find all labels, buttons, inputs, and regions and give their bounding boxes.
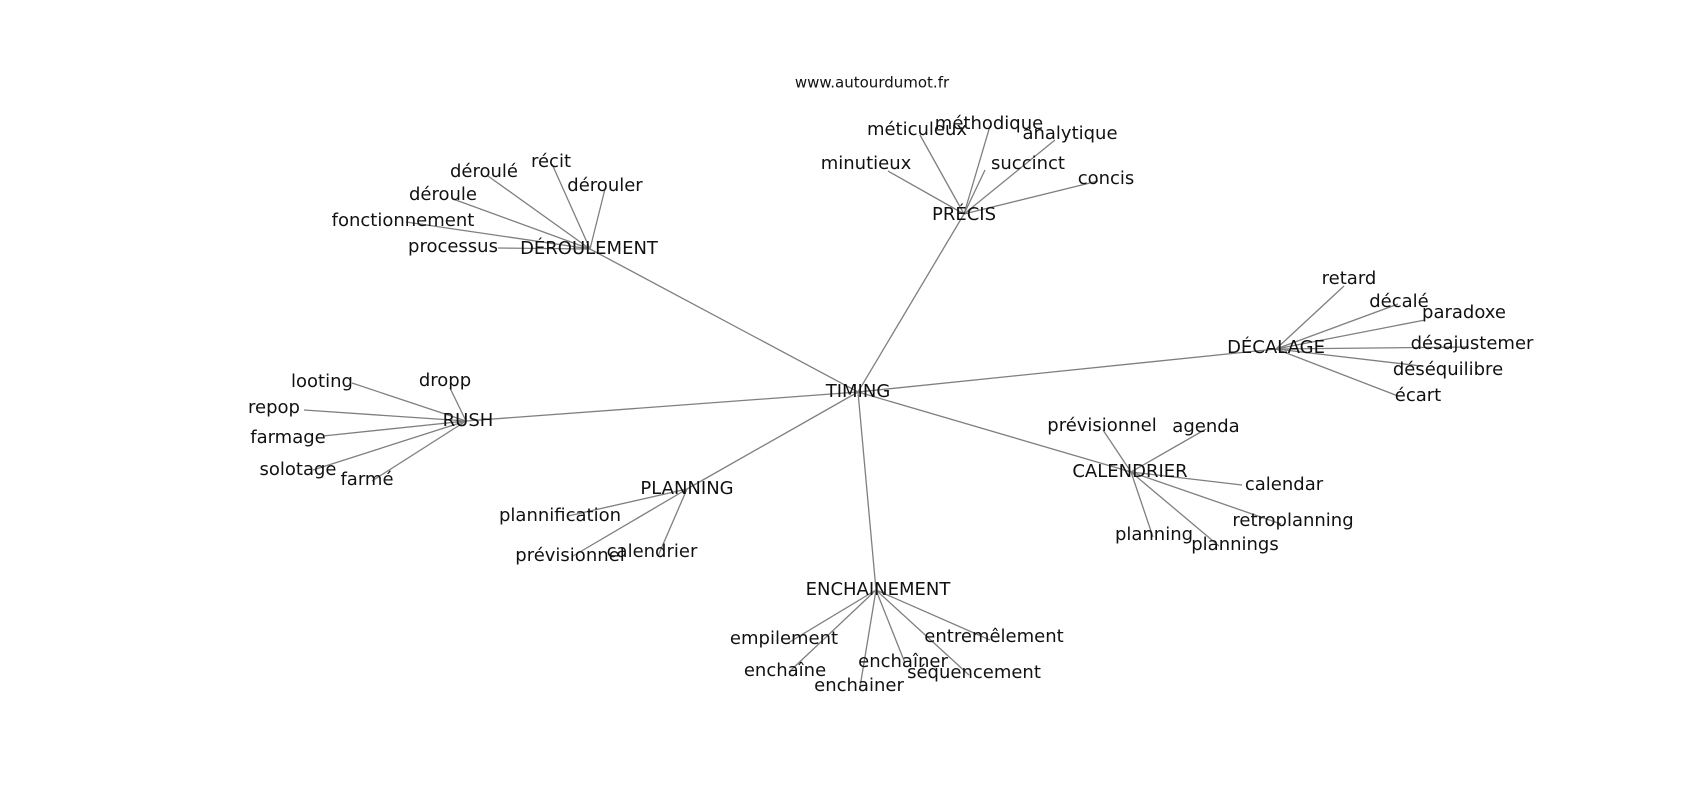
edge-precis-succinct	[963, 169, 986, 215]
edge-precis-methodique	[963, 125, 991, 215]
leaf-node-derouler: dérouler	[567, 175, 643, 196]
leaf-node-fonctionnement: fonctionnement	[332, 210, 475, 231]
edge-deroulement-processus	[497, 247, 591, 250]
edge-timing-deroulement	[589, 248, 859, 393]
edge-rush-repop	[303, 409, 467, 422]
leaf-node-calendar: calendar	[1245, 474, 1324, 495]
leaf-node-looting: looting	[291, 371, 353, 392]
edge-enchainement-sequencement	[875, 589, 970, 676]
edge-decalage-decale	[1275, 303, 1399, 350]
center-node-timing: TIMING	[825, 381, 891, 402]
leaf-node-enchaine: enchaîne	[744, 660, 826, 681]
leaf-node-dropp: dropp	[419, 370, 471, 391]
leaf-node-empilement: empilement	[730, 628, 838, 649]
leaf-node-ecart: écart	[1395, 385, 1441, 406]
leaf-node-methodique: méthodique	[935, 113, 1043, 134]
edge-deroulement-deroule	[487, 175, 591, 250]
edge-deroulement-fonctionnement	[405, 221, 591, 250]
edge-calendrier-retroplanning	[1130, 471, 1282, 525]
edge-timing-planning	[686, 391, 859, 490]
leaf-node-desajustemer: désajustemer	[1411, 333, 1534, 354]
edge-precis-minutieux	[887, 170, 965, 215]
leaf-node-desequilibre: déséquilibre	[1393, 359, 1503, 380]
edge-planning-previsionnel	[572, 488, 688, 557]
leaf-node-previsionnel: prévisionnel	[1047, 415, 1156, 436]
edge-rush-farme	[371, 420, 467, 482]
edge-enchainement-entremelement	[875, 589, 991, 641]
edge-calendrier-calendar	[1130, 471, 1243, 486]
leaf-node-farmage: farmage	[250, 427, 326, 448]
edge-precis-meticuleux	[919, 134, 965, 215]
edge-decalage-ecart	[1275, 348, 1399, 397]
leaf-node-deroule: déroulé	[450, 161, 518, 182]
edge-rush-looting	[351, 382, 467, 422]
leaf-node-meticuleux: méticuleux	[867, 119, 967, 140]
leaf-node-retroplanning: retroplanning	[1232, 510, 1353, 531]
hub-node-calendrier: CALENDRIER	[1072, 461, 1187, 482]
leaf-node-calendrier: calendrier	[607, 541, 698, 562]
edge-timing-decalage	[857, 348, 1277, 393]
edge-decalage-paradoxe	[1275, 319, 1426, 350]
edge-calendrier-previsionnel	[1102, 429, 1132, 473]
leaf-node-recit: récit	[531, 151, 571, 172]
edge-rush-dropp	[449, 387, 467, 422]
leaf-node-plannification: plannification	[499, 505, 621, 526]
edge-deroulement-derouler	[589, 188, 606, 250]
edge-decalage-retard	[1275, 285, 1345, 350]
leaf-node-processus: processus	[408, 236, 498, 257]
edge-rush-solotage	[312, 420, 467, 471]
edge-enchainement-enchainer	[859, 589, 877, 688]
edge-enchainement-enchaine	[788, 589, 877, 673]
edge-decalage-desajustemer	[1275, 346, 1470, 350]
edge-calendrier-agenda	[1130, 428, 1207, 473]
edge-precis-concis	[963, 180, 1099, 215]
hub-node-enchainement: ENCHAINEMENT	[806, 579, 952, 600]
leaf-node-succinct: succinct	[991, 153, 1065, 174]
edge-deroulement-deroule	[452, 198, 591, 250]
edge-deroulement-recit	[551, 163, 591, 250]
leaf-node-paradoxe: paradoxe	[1422, 302, 1506, 323]
leaf-node-concis: concis	[1078, 168, 1135, 189]
graph-edges	[303, 125, 1470, 688]
leaf-node-planning: planning	[1115, 524, 1193, 545]
edge-precis-analytique	[963, 139, 1056, 215]
edge-timing-calendrier	[857, 391, 1132, 473]
leaf-node-enchainer: enchainer	[814, 675, 904, 696]
leaf-node-previsionnel: prévisionnel	[515, 545, 624, 566]
edge-timing-precis	[857, 213, 965, 393]
edge-enchainement-empilement	[787, 589, 877, 644]
hub-node-rush: RUSH	[443, 410, 494, 431]
leaf-node-entremelement: entremêlement	[924, 626, 1063, 647]
edge-timing-enchainement	[857, 391, 877, 591]
leaf-node-sequencement: séquencement	[907, 662, 1041, 683]
hub-node-deroulement: DÉROULEMENT	[520, 237, 659, 259]
edge-calendrier-planning	[1130, 471, 1154, 538]
leaf-node-decale: décalé	[1369, 291, 1429, 312]
edge-enchainement-enchainer	[875, 589, 906, 664]
edge-decalage-desequilibre	[1275, 348, 1422, 367]
hub-node-decalage: DÉCALAGE	[1227, 336, 1325, 358]
source-label: www.autourdumot.fr	[795, 74, 950, 92]
leaf-node-farme: farmé	[340, 469, 393, 490]
edge-rush-farmage	[322, 420, 467, 437]
hub-node-precis: PRÉCIS	[932, 203, 996, 225]
hub-node-planning: PLANNING	[640, 478, 733, 499]
leaf-node-deroule: déroule	[409, 184, 477, 205]
leaf-node-enchainer: enchaîner	[858, 651, 948, 672]
edge-timing-rush	[465, 391, 859, 422]
edge-calendrier-plannings	[1130, 471, 1220, 547]
leaf-node-retard: retard	[1322, 268, 1377, 289]
leaf-node-solotage: solotage	[260, 459, 337, 480]
leaf-node-repop: repop	[248, 397, 300, 418]
leaf-node-plannings: plannings	[1191, 534, 1279, 555]
leaf-node-minutieux: minutieux	[821, 153, 912, 174]
edge-planning-calendrier	[657, 488, 688, 557]
leaf-node-analytique: analytique	[1022, 123, 1117, 144]
leaf-node-agenda: agenda	[1172, 416, 1239, 437]
edge-planning-plannification	[567, 488, 688, 517]
